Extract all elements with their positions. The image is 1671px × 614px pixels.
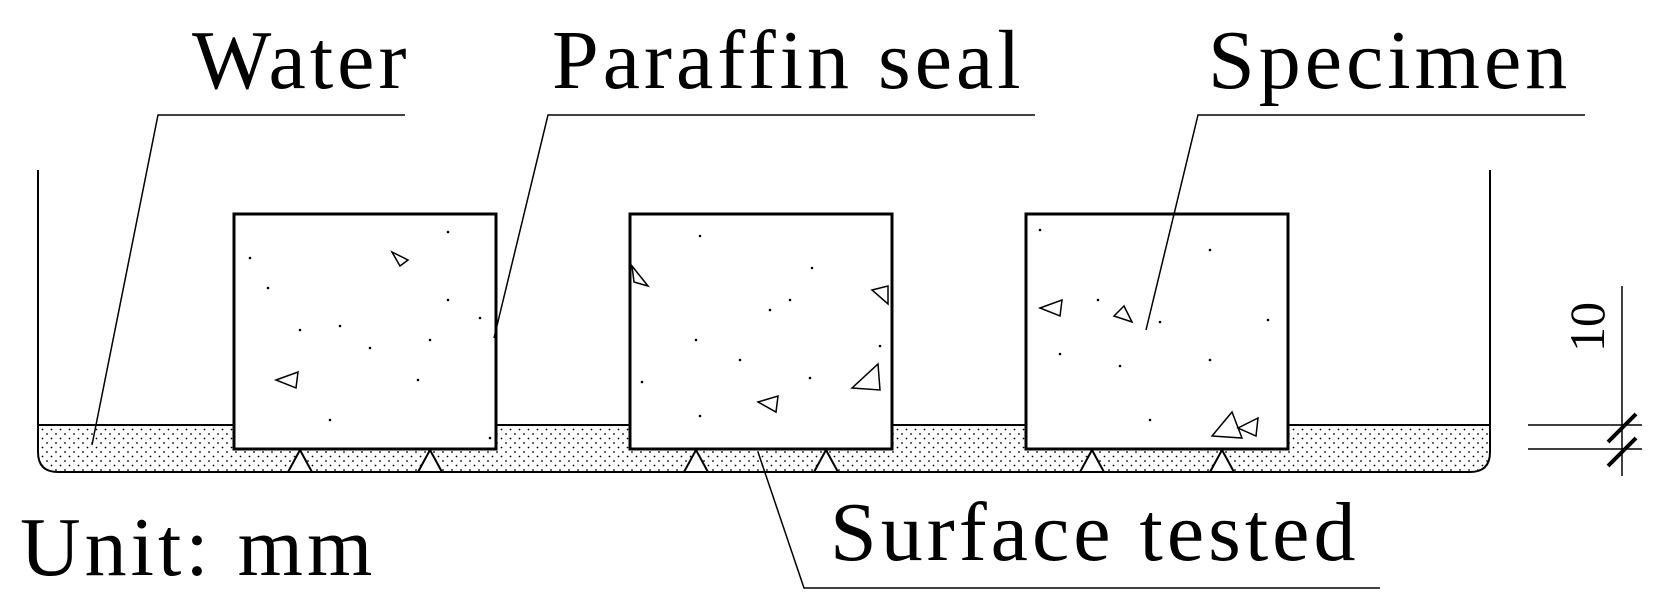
dimension-tick-bottom [1606,436,1638,468]
water-leader [91,114,405,446]
dimension-marker [1528,286,1642,476]
specimen-2 [628,212,894,451]
aggregate-mark [630,263,651,288]
support-triangle [1078,447,1106,473]
aggregate-mark [273,370,299,390]
leader-lines [91,114,1585,589]
surface-tested-label: Surface tested [830,486,1359,579]
aggregate-mark [390,250,410,268]
unit-label: Unit: mm [20,501,376,594]
aggregate-mark [1236,416,1259,438]
support-triangle [812,447,840,473]
dimension-tick-top [1606,412,1638,444]
speckle-dots [248,230,492,440]
surface-tested-leader [757,451,1380,589]
aggregate-mark [1112,304,1134,324]
specimen-leader [1145,114,1585,331]
support-triangle [1208,447,1236,473]
support-triangles [286,447,1236,473]
aggregate-mark [1210,410,1244,439]
specimen-1 [232,212,498,451]
dimension-value-label: 10 [1559,302,1615,352]
aggregate-mark [1037,298,1063,318]
support-triangle [682,447,710,473]
speckle-dots [1038,228,1270,422]
paraffin-seal-leader [493,114,1035,339]
specimen-label: Specimen [1208,14,1571,107]
aggregate-mark [850,362,881,391]
aggregate-mark [870,285,889,306]
water-label: Water [192,14,410,107]
paraffin-seal-label: Paraffin seal [552,14,1025,107]
speckle-dots [640,234,882,418]
aggregate-mark [756,394,779,414]
specimen-3 [1024,212,1290,451]
support-triangle [416,447,444,473]
support-triangle [286,447,314,473]
